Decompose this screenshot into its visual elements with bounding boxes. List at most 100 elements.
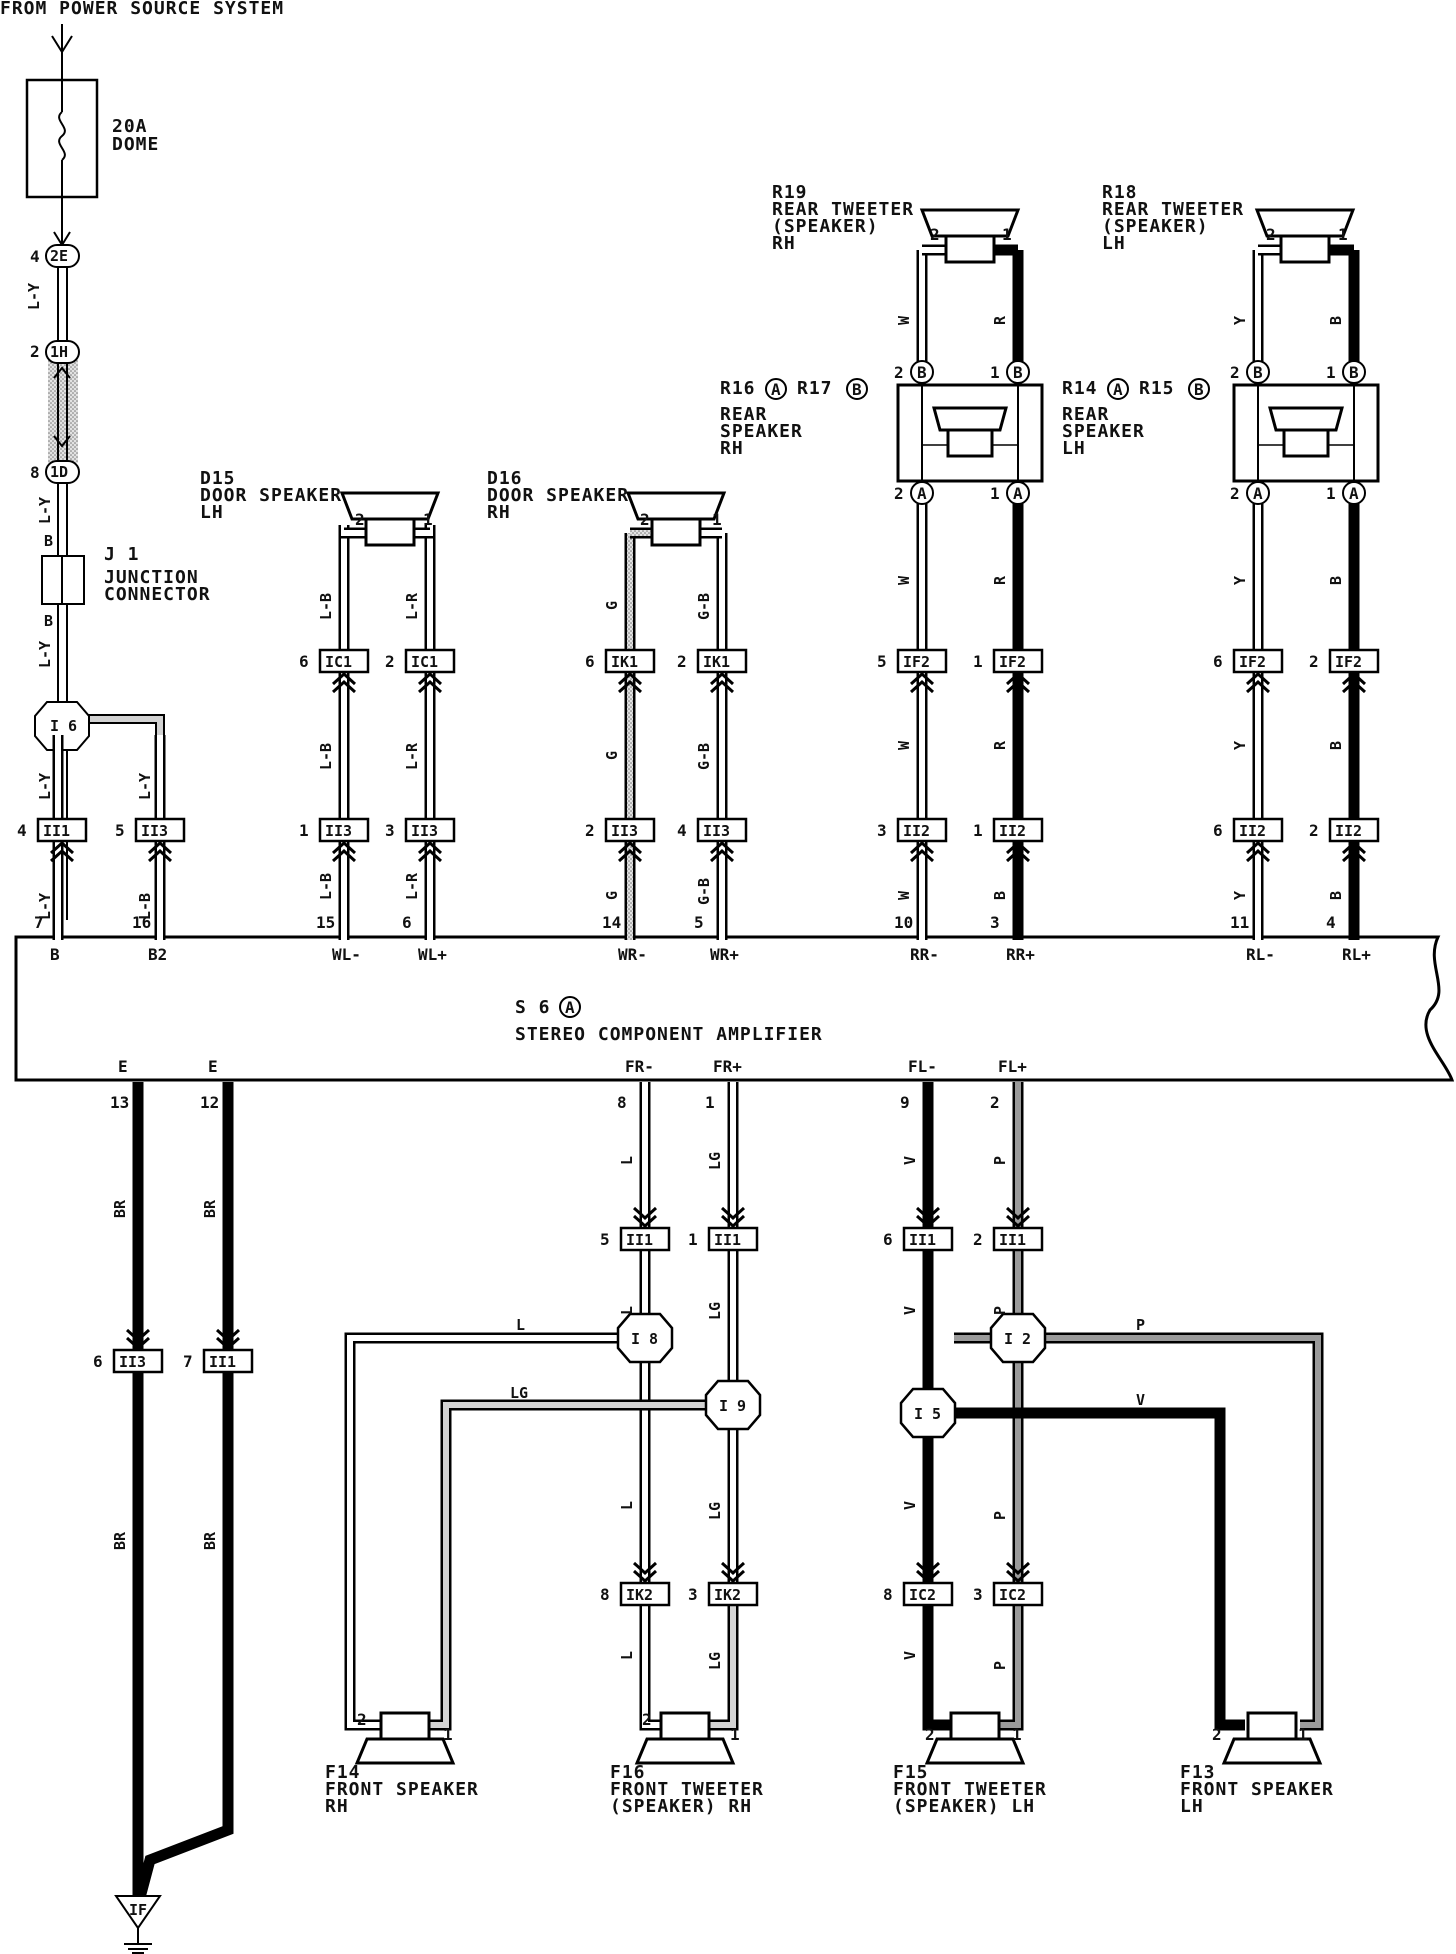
connector-pin: 1 — [973, 652, 983, 671]
speaker-label: RH — [325, 1796, 349, 1817]
connector-chevron — [617, 840, 643, 855]
speaker-label: LH — [1102, 233, 1126, 254]
speaker-pin-number: 2 — [1230, 484, 1240, 503]
wire-code: B — [44, 612, 53, 630]
connector-chevron — [720, 1569, 746, 1584]
wire-code: BR — [111, 1531, 129, 1550]
fuse-rating: 20A — [112, 116, 148, 137]
variant-letter: B — [1194, 380, 1204, 399]
svg-text:2E: 2E — [50, 247, 68, 265]
speaker-cone — [339, 491, 441, 521]
speaker-pin-number: 2 — [925, 1725, 935, 1744]
wire-code: LG — [706, 1652, 724, 1670]
connector-chevron — [909, 848, 935, 863]
speaker-pin-number: 1 — [990, 484, 1000, 503]
connector-chevron — [709, 671, 735, 686]
wire-code: P — [991, 1511, 1009, 1520]
speaker-pin-number: 2 — [357, 1710, 367, 1729]
speaker-label: R18 — [1102, 182, 1138, 203]
amp-pin-number: 16 — [132, 913, 151, 932]
wire-code: LG — [706, 1302, 724, 1320]
amp-terminal-name: WR- — [618, 945, 647, 964]
wire-fill — [705, 1600, 736, 1728]
amp-terminal-name: RR- — [910, 945, 939, 964]
junction-label: CONNECTOR — [104, 584, 211, 605]
connector-chevron — [417, 671, 443, 686]
speaker-pin-marker — [1006, 360, 1030, 384]
connector-chevron — [1005, 1561, 1031, 1576]
speaker-label: (SPEAKER) RH — [610, 1796, 752, 1817]
connector-pin: 6 — [585, 652, 595, 671]
connector-chevron — [417, 679, 443, 694]
connector-code: IC2 — [909, 1586, 936, 1604]
speaker-label: R19 — [772, 182, 808, 203]
wire-code: V — [1136, 1391, 1145, 1409]
speaker-cone — [1254, 208, 1356, 238]
connector-chevron — [215, 1336, 241, 1351]
wire-code: L-B — [317, 593, 335, 620]
speaker-pin-number: 2 — [640, 510, 650, 529]
connector-chevron — [1341, 679, 1367, 694]
wire-F15-neg — [922, 1600, 950, 1731]
connector-code: II3 — [611, 822, 638, 840]
speaker-pin-number: 1 — [1002, 225, 1012, 244]
splice-label: I 5 — [914, 1405, 941, 1423]
connector-pin: 3 — [688, 1585, 698, 1604]
wire-code: L-B — [317, 873, 335, 900]
connector-chevron — [1245, 848, 1271, 863]
svg-text:8: 8 — [30, 463, 40, 482]
connector-pin: 6 — [93, 1352, 103, 1371]
speaker-pin-number: 1 — [1326, 484, 1336, 503]
wire-code: Y — [1231, 741, 1249, 750]
svg-text:1D: 1D — [50, 463, 68, 481]
connector-pin: 2 — [973, 1230, 983, 1249]
connector-pin: 1 — [688, 1230, 698, 1249]
speaker-magnet — [944, 234, 996, 264]
speaker-magnet — [379, 1711, 431, 1741]
wire-code: L-Y — [136, 773, 154, 800]
amp-terminal-name: FL- — [908, 1057, 937, 1076]
connector-chevron — [909, 671, 935, 686]
connector-chevron — [915, 1561, 941, 1576]
connector-chevron — [1005, 840, 1031, 855]
connector-code: IF2 — [999, 653, 1026, 671]
speaker-pin-marker — [1246, 481, 1270, 505]
amp-pin-number: 15 — [316, 913, 335, 932]
amp-terminal-name: WL+ — [418, 945, 447, 964]
wire-F14-LG — [430, 1399, 706, 1731]
connector-code: II2 — [1239, 822, 1266, 840]
connector-chevron — [147, 840, 173, 855]
speaker-label: R15 — [1139, 378, 1175, 399]
connector-code: II3 — [119, 1353, 146, 1371]
connector-pin: 2 — [1309, 821, 1319, 840]
wire-fill — [410, 530, 433, 536]
wire-code: L-R — [403, 872, 421, 900]
wire-code: B — [991, 891, 1009, 900]
connector-pin: 8 — [883, 1585, 893, 1604]
connector-chevron — [915, 1206, 941, 1221]
speaker-label: F14 — [325, 1762, 361, 1783]
speaker-cone — [625, 491, 727, 521]
connector-code: II2 — [1335, 822, 1362, 840]
connector-pin: 2 — [385, 652, 395, 671]
connector-chevron — [125, 1336, 151, 1351]
speaker-pin-marker — [1342, 360, 1366, 384]
speaker-cone — [354, 1737, 456, 1765]
wire-code: L-Y — [25, 283, 43, 310]
wire-code: LG — [510, 1384, 528, 1402]
splice-label: I 8 — [631, 1330, 658, 1348]
amp-terminal-name: RL- — [1246, 945, 1275, 964]
connector-code: II3 — [325, 822, 352, 840]
junction-label: JUNCTION — [104, 567, 199, 588]
svg-text:4: 4 — [30, 247, 40, 266]
speaker-pin-number: 1 — [730, 1725, 740, 1744]
wire-code: B — [1327, 891, 1345, 900]
connector-chevron — [1245, 671, 1271, 686]
speaker-pin-number: 1 — [1326, 363, 1336, 382]
speaker-pin-number: 2 — [930, 225, 940, 244]
connector-pin: 1 — [299, 821, 309, 840]
speaker-label: DOOR SPEAKER — [487, 485, 629, 506]
connector-pin: 5 — [877, 652, 887, 671]
wire-code: R — [991, 575, 1009, 585]
connector-code: IC1 — [411, 653, 438, 671]
